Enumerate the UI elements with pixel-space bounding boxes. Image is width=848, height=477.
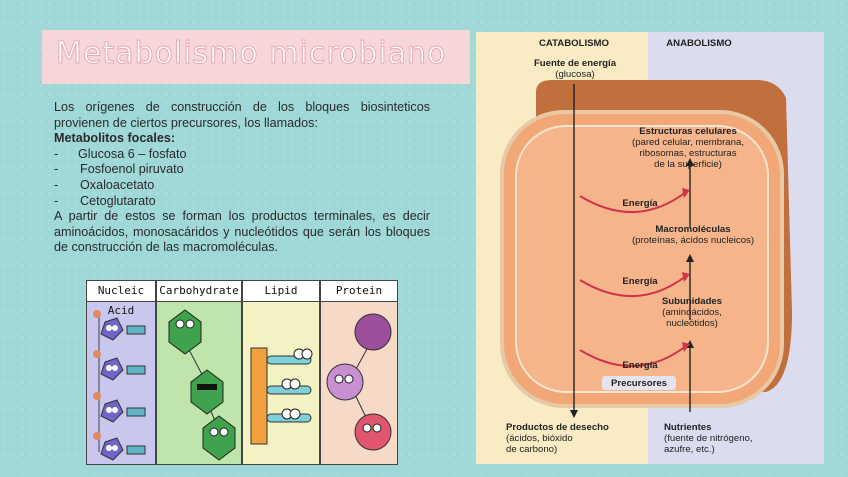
carbohydrate-card: Carbohydrate (156, 280, 242, 465)
arrow-down-icon (570, 410, 578, 418)
focal-heading: Metabolitos focales: (54, 131, 176, 146)
list-item: -Cetoglutarato (54, 193, 156, 208)
biomolecules-illustration: Nucleic Acid (86, 280, 398, 465)
catabolism-header: CATABOLISMO (539, 38, 609, 49)
lipid-title: Lipid (243, 281, 319, 302)
body-text: Los orígenes de construcción de los bloq… (54, 100, 430, 256)
energy-label-3: Energía (622, 360, 658, 371)
energy-label-2: Energía (622, 276, 658, 287)
list-item: -Fosfoenol piruvato (54, 162, 184, 177)
list-item: -Oxaloacetato (54, 177, 155, 192)
anabolism-header: ANABOLISMO (666, 38, 732, 49)
energy-source-label: Fuente de energía(glucosa) (533, 58, 617, 80)
nucleotide-chain-icon (93, 310, 146, 461)
glucose-chain-icon (168, 309, 236, 461)
outro-paragraph: A partir de estos se forman los producto… (54, 209, 430, 255)
waste-products-label: Productos de desecho (ácidos, bióxido de… (506, 422, 609, 455)
nucleotide-1 (93, 310, 146, 341)
energy-arrow-icon (682, 188, 690, 198)
nucleic-acid-title: Nucleic Acid (87, 281, 155, 317)
energy-label-1: Energía (622, 198, 658, 209)
page-title: Metabolismo microbiano (56, 36, 447, 72)
energy-arrow-icon (682, 272, 690, 282)
lipid-molecule-icon (250, 347, 313, 445)
nucleotide-2 (93, 350, 146, 381)
nucleotide-4 (93, 432, 146, 461)
metabolism-diagram-graphic (476, 32, 824, 464)
protein-chain-icon (326, 313, 392, 451)
nutrients-label: Nutrientes (fuente de nitrógeno, azufre,… (664, 422, 753, 455)
energy-arrow-icon (682, 342, 690, 352)
protein-title: Protein (321, 281, 397, 302)
nucleic-acid-card: Nucleic Acid (86, 280, 156, 465)
metabolism-diagram: CATABOLISMO ANABOLISMO Fuente de energía… (476, 32, 824, 464)
list-item: -Glucosa 6 – fosfato (54, 146, 187, 161)
title-banner (42, 30, 470, 84)
arrow-up-icon (686, 158, 694, 166)
macromolecules-label: Macromoléculas(proteínas, ácidos nucleic… (631, 224, 755, 246)
cell-structures-label: Estructuras celulares (pared celular, me… (632, 126, 744, 170)
precursors-label: Precursores (611, 378, 667, 389)
carbohydrate-title: Carbohydrate (157, 281, 241, 302)
nucleotide-3 (93, 392, 146, 423)
subunits-label: Subunidades (aminoácidos, nucleótidos) (661, 296, 723, 329)
protein-card: Protein (320, 280, 398, 465)
lipid-card: Lipid (242, 280, 320, 465)
arrow-up-icon (686, 254, 694, 262)
intro-paragraph: Los orígenes de construcción de los bloq… (54, 100, 430, 130)
